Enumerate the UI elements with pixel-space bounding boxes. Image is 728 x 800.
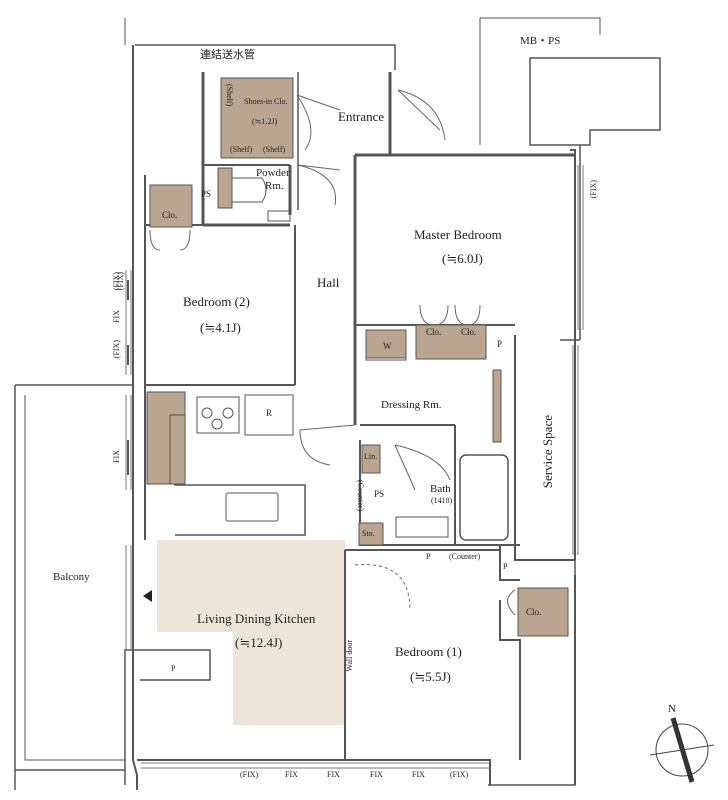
fix-label-left-5: (FIX) xyxy=(116,272,125,291)
fix-label-bottom-3: FIX xyxy=(327,770,340,779)
fix-label-left-3: (FIX) xyxy=(112,340,121,359)
ps-label-top: PS xyxy=(201,189,212,199)
compass-north-label: N xyxy=(668,703,676,715)
balcony-label: Balcony xyxy=(53,571,90,583)
counter-label-horizontal: (Counter) xyxy=(449,552,481,561)
p-label-balcony: P xyxy=(171,664,176,673)
closet-label-master-2: Clo. xyxy=(461,327,477,337)
toilet xyxy=(231,177,267,203)
shoes-closet-shelf-label: (Shelf) xyxy=(225,84,234,107)
bedroom2-area: (≒4.1J) xyxy=(200,320,241,335)
counter-label-vertical: (Counter) xyxy=(356,480,365,512)
hall-label: Hall xyxy=(317,275,340,290)
compass-icon xyxy=(649,717,715,783)
storage-label: Sto. xyxy=(362,529,375,538)
bath-size-label: (1418) xyxy=(431,496,453,505)
exterior-walls xyxy=(14,17,661,790)
windows-left xyxy=(125,165,584,769)
fix-label-bottom-5: FIX xyxy=(412,770,425,779)
powder-label-line1: Powder xyxy=(256,167,290,179)
powder-sink xyxy=(267,210,291,222)
closet-label-bed2: Clo. xyxy=(162,210,178,220)
kitchen-hob xyxy=(196,396,240,434)
master-bedroom-area: (≒6.0J) xyxy=(442,251,483,266)
bath-counter xyxy=(395,516,449,538)
p-label-hall: P xyxy=(426,552,431,561)
doors xyxy=(149,89,516,616)
ps-label-hall: PS xyxy=(374,489,385,499)
mbps-label: MB・PS xyxy=(520,35,561,47)
bedroom1-name: Bedroom (1) xyxy=(395,644,462,659)
washer-label: W xyxy=(383,341,392,351)
closet-label-bed1: Clo. xyxy=(526,607,542,617)
p-label-service: P xyxy=(503,562,508,571)
entrance-label: Entrance xyxy=(338,109,385,124)
bedroom2-name: Bedroom (2) xyxy=(183,294,250,309)
wall-door-label: Wall door xyxy=(345,640,354,672)
p-label-master: P xyxy=(497,339,503,349)
fix-label-bottom-1: (FIX) xyxy=(240,770,259,779)
fix-label-bottom-2: FIX xyxy=(285,770,298,779)
washing-space xyxy=(365,329,407,361)
ldk-name: Living Dining Kitchen xyxy=(197,611,316,626)
dressing-room-label: Dressing Rm. xyxy=(381,399,442,411)
linen-label: Lin. xyxy=(364,452,378,461)
ldk-floor-area xyxy=(157,540,345,725)
fix-label-bottom-6: (FIX) xyxy=(450,770,469,779)
shoes-closet-shelf-right: (Shelf) xyxy=(263,145,286,154)
fridge-label: R xyxy=(266,408,273,418)
fix-label-right: (FIX) xyxy=(589,180,598,199)
service-space-label: Service Space xyxy=(540,415,555,489)
bath-label: Bath xyxy=(430,483,451,495)
pipe-label: 連結送水管 xyxy=(200,49,255,61)
entry-arrow-icon xyxy=(143,590,152,602)
shoes-closet-shelf-left: (Shelf) xyxy=(230,145,253,154)
fix-label-left-2: FIX xyxy=(112,310,121,323)
fridge-space xyxy=(244,394,294,436)
shoes-closet-area: (≒1.2J) xyxy=(252,117,278,126)
bedroom1-area: (≒5.5J) xyxy=(410,669,451,684)
fix-label-bottom-4: FIX xyxy=(370,770,383,779)
fix-label-left-4: FIX xyxy=(112,450,121,463)
master-bedroom-name: Master Bedroom xyxy=(414,227,502,242)
bathtub xyxy=(459,454,509,541)
closet-label-master-1: Clo. xyxy=(426,327,442,337)
sink xyxy=(225,492,279,522)
shoes-closet-name: Shoes-in Clo. xyxy=(244,97,288,106)
powder-label-line2: Rm. xyxy=(265,180,284,192)
ldk-area: (≒12.4J) xyxy=(235,635,283,650)
